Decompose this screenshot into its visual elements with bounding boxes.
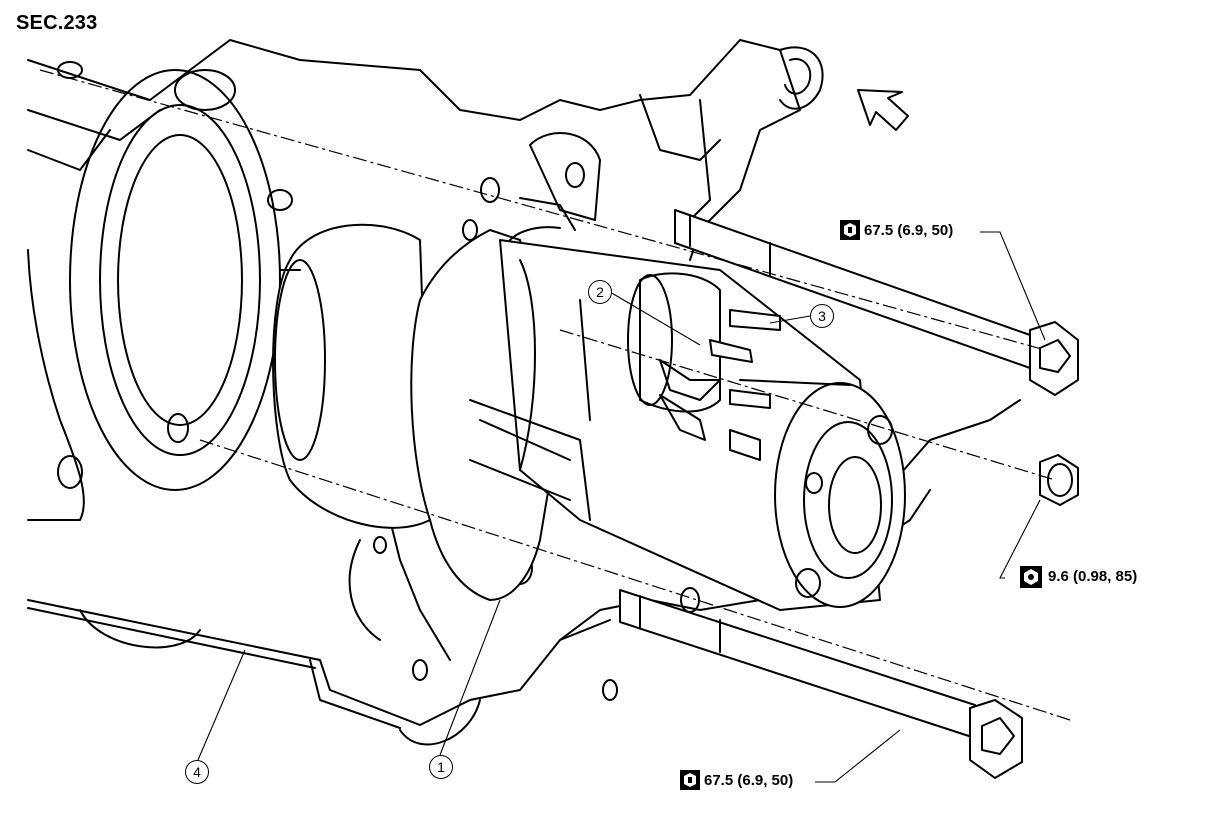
callout-4: 4 [185,760,209,784]
torque-wrench-icon [680,770,700,790]
torque-spec-lower: 67.5 (6.9, 50) [704,772,794,789]
torque-wrench-icon [1020,566,1042,588]
lower-mounting-bolt [619,589,1023,779]
torque-spec-upper: 67.5 (6.9, 50) [864,222,954,239]
torque-wrench-icon [840,220,860,240]
callout-1: 1 [429,755,453,779]
starter-motor [272,132,906,611]
transaxle-housing [27,39,1021,746]
alignment-center-lines [39,69,1071,721]
callout-2: 2 [588,280,612,304]
upper-mounting-bolt [674,209,1079,396]
section-code: SEC.233 [16,12,98,34]
leader-lines [197,231,1046,783]
front-arrow-icon [857,89,909,131]
callout-3: 3 [810,304,834,328]
nut [1039,454,1079,506]
torque-spec-nut: 9.6 (0.98, 85) [1048,568,1138,585]
